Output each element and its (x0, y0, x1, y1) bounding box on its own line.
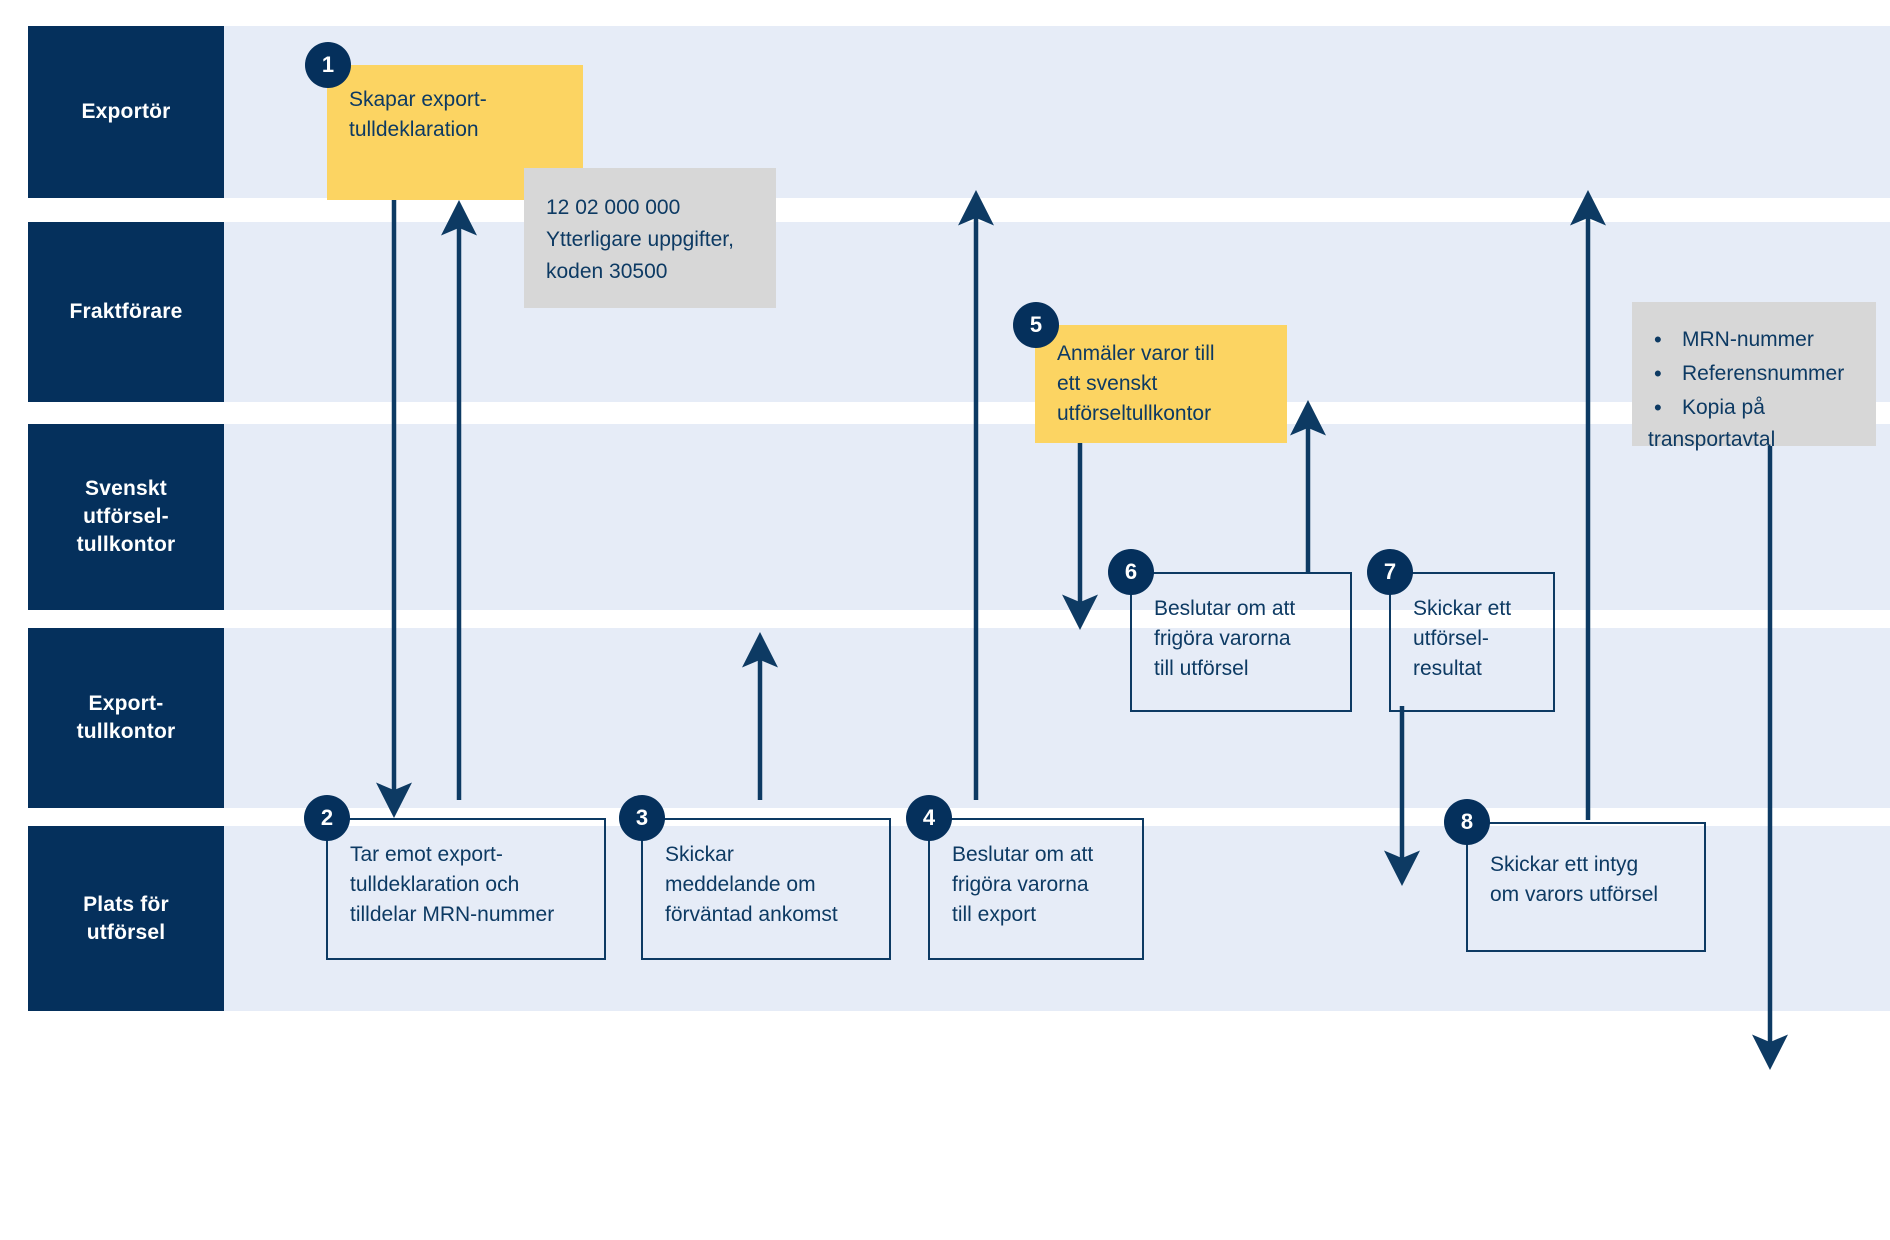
step-line: till utförsel (1154, 656, 1249, 680)
callout-bullet-mrn-nummer: MRN-nummer (1648, 323, 1860, 356)
step-line: förväntad ankomst (665, 902, 838, 926)
swimlane-exportor: Exportör (28, 26, 1890, 198)
step-line: Skickar ett intyg (1490, 853, 1639, 876)
step-line: Beslutar om att (952, 843, 1094, 866)
bullet-line: transportavtal (1648, 427, 1776, 451)
bullet-line: Referensnummer (1682, 361, 1845, 385)
step-line: Skickar ett (1413, 597, 1512, 620)
step-node-3[interactable]: 3 Skickar meddelande om förväntad ankoms… (619, 795, 891, 960)
swimlane-body-svenskt-utforseltullkontor (224, 424, 1890, 610)
step-badge-7: 7 (1367, 549, 1413, 595)
swimlane-label-exportor: Exportör (28, 26, 224, 198)
step-node-7[interactable]: 7 Skickar ett utförsel- resultat (1367, 549, 1555, 712)
callout-bullet-referensnummer: Referensnummer (1648, 357, 1860, 390)
step-body-1: Skapar export- tulldeklaration (327, 65, 583, 200)
lane-label-text: Export-tullkontor (76, 692, 176, 743)
step-line: tulldeklaration (349, 117, 479, 141)
step-line: tulldeklaration och (350, 872, 520, 896)
step-body-4: Beslutar om att frigöra varorna till exp… (928, 818, 1144, 960)
step-body-6: Beslutar om att frigöra varorna till utf… (1130, 572, 1352, 712)
step-node-2[interactable]: 2 Tar emot export- tulldeklaration och t… (304, 795, 606, 960)
step-line: till export (952, 902, 1037, 926)
lane-label-text: Fraktförare (69, 300, 183, 324)
callout-line: koden 30500 (546, 259, 668, 283)
step-line: Tar emot export- (350, 843, 503, 866)
step-line: Skickar (665, 843, 734, 866)
step-node-8[interactable]: 8 Skickar ett intyg om varors utförsel (1444, 799, 1706, 952)
step-line: meddelande om (665, 872, 816, 896)
swimlane-export-tullkontor: Export-tullkontor (28, 628, 1890, 808)
step-badge-3: 3 (619, 795, 665, 841)
step-body-7: Skickar ett utförsel- resultat (1389, 572, 1555, 712)
swimlane-label-export-tullkontor: Export-tullkontor (28, 628, 224, 808)
step-body-8: Skickar ett intyg om varors utförsel (1466, 822, 1706, 952)
step-line: ett svenskt (1057, 371, 1158, 395)
swimlane-fraktforare: Fraktförare (28, 222, 1890, 402)
swimlane-body-export-tullkontor (224, 628, 1890, 808)
swimlane-label-fraktforare: Fraktförare (28, 222, 224, 402)
step-badge-4: 4 (906, 795, 952, 841)
callout-extra-uppgifter: 12 02 000 000 Ytterligare uppgifter, kod… (524, 168, 776, 308)
step-body-5: Anmäler varor till ett svenskt utförselt… (1035, 325, 1287, 443)
bullet-line: Kopia på (1682, 395, 1765, 419)
step-line: Skapar export- (349, 88, 487, 111)
step-line: frigöra varorna (952, 872, 1089, 896)
step-line: utförsel- (1413, 626, 1489, 650)
step-line: tilldelar MRN-nummer (350, 902, 555, 926)
step-badge-1: 1 (305, 42, 351, 88)
step-line: utförseltullkontor (1057, 401, 1212, 425)
step-badge-5: 5 (1013, 302, 1059, 348)
step-node-6[interactable]: 6 Beslutar om att frigöra varorna till u… (1108, 549, 1352, 712)
step-badge-6: 6 (1108, 549, 1154, 595)
step-line: Anmäler varor till (1057, 342, 1215, 365)
step-body-2: Tar emot export- tulldeklaration och til… (326, 818, 606, 960)
step-line: om varors utförsel (1490, 882, 1659, 906)
step-node-5[interactable]: 5 Anmäler varor till ett svenskt utförse… (1013, 302, 1287, 443)
step-node-1[interactable]: 1 Skapar export- tulldeklaration (305, 42, 583, 200)
step-line: frigöra varorna (1154, 626, 1291, 650)
callout-line: Ytterligare uppgifter, (546, 227, 734, 251)
callout-line: 12 02 000 000 (546, 196, 681, 219)
step-badge-2: 2 (304, 795, 350, 841)
step-body-3: Skickar meddelande om förväntad ankomst (641, 818, 891, 960)
callout-handlingar: MRN-nummer Referensnummer Kopia på trans… (1632, 302, 1876, 451)
lane-label-text: Exportör (81, 100, 171, 124)
step-line: resultat (1413, 656, 1482, 680)
callout-bullet-kopia-transportavtal: Kopia på transportavtal (1648, 391, 1860, 456)
step-node-4[interactable]: 4 Beslutar om att frigöra varorna till e… (906, 795, 1144, 960)
bullet-line: MRN-nummer (1682, 328, 1814, 351)
step-badge-8: 8 (1444, 799, 1490, 845)
step-line: Beslutar om att (1154, 597, 1296, 620)
